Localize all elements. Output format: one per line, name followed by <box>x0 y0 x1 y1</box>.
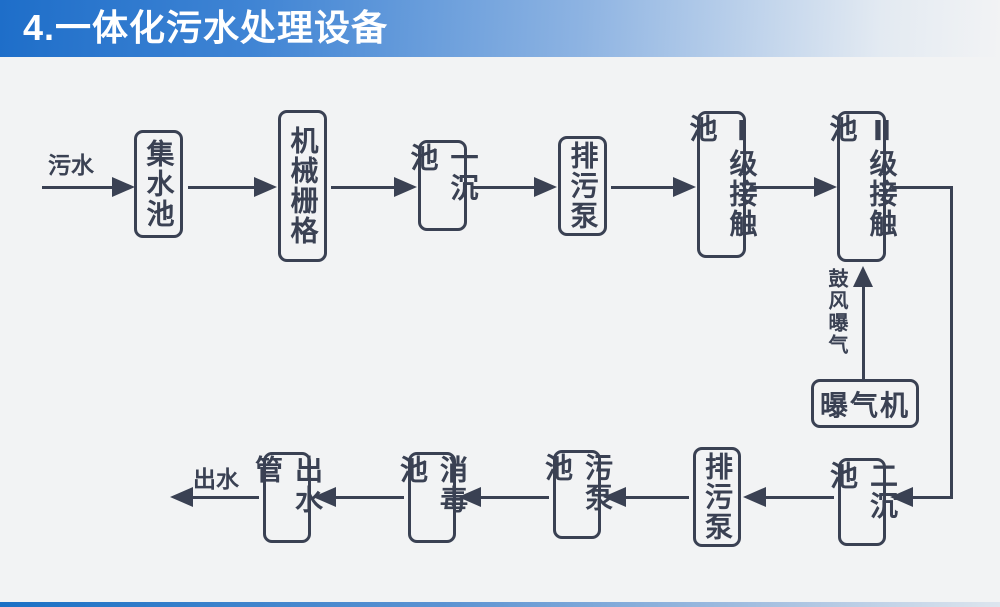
arrowhead-right-icon <box>534 177 557 197</box>
flow-line <box>765 496 834 499</box>
arrowhead-left-icon <box>603 487 626 507</box>
connector-line <box>892 186 953 189</box>
flow-line <box>625 496 689 499</box>
flow-line <box>862 285 865 379</box>
flow-line <box>335 496 404 499</box>
slide-title: 4.一体化污水处理设备 <box>23 7 389 48</box>
node-aerator: 曝气机 <box>811 379 919 428</box>
inflow-label: 污水 <box>48 152 94 178</box>
aeration-label: 鼓风曝气 <box>825 268 847 356</box>
footer-bar <box>0 602 1000 607</box>
flow-line <box>331 186 394 189</box>
flow-line <box>188 186 254 189</box>
arrowhead-left-icon <box>743 487 766 507</box>
outflow-label: 出水 <box>193 466 239 492</box>
flow-line <box>750 186 814 189</box>
flow-line <box>192 496 259 499</box>
arrowhead-left-icon <box>313 487 336 507</box>
node-sewage-pump-bottom: 排污泵 <box>693 447 741 547</box>
connector-line <box>912 496 953 499</box>
arrowhead-left-icon <box>890 487 913 507</box>
node-stage2-contact-tank: Ⅱ级接触池 <box>827 111 898 262</box>
arrowhead-right-icon <box>394 177 417 197</box>
header-bar: 4.一体化污水处理设备 <box>0 0 1000 57</box>
flow-line <box>611 186 673 189</box>
connector-line <box>950 186 953 498</box>
arrowhead-left-icon <box>458 487 481 507</box>
arrowhead-left-icon <box>170 487 193 507</box>
arrowhead-right-icon <box>112 177 135 197</box>
node-collecting-tank: 集水池 <box>134 130 183 238</box>
node-sludge-pump-tank: 污泵池 <box>542 450 613 539</box>
flow-line <box>471 186 534 189</box>
flow-line <box>42 186 113 189</box>
arrowhead-right-icon <box>673 177 696 197</box>
arrowhead-right-icon <box>254 177 277 197</box>
arrowhead-right-icon <box>814 177 837 197</box>
node-secondary-sedimentation-tank: 二沉池 <box>827 458 898 546</box>
arrowhead-up-icon <box>853 266 873 287</box>
node-outlet-pipe: 出水管 <box>252 452 323 543</box>
node-primary-sedimentation-tank: 一沉池 <box>408 140 479 231</box>
flow-line <box>480 496 549 499</box>
node-sewage-pump-top: 排污泵 <box>558 136 607 236</box>
node-disinfection-tank: 消毒池 <box>397 452 468 543</box>
node-mechanical-grid: 机械栅格 <box>278 110 327 262</box>
node-stage1-contact-tank: Ⅰ级接触池 <box>687 111 758 258</box>
